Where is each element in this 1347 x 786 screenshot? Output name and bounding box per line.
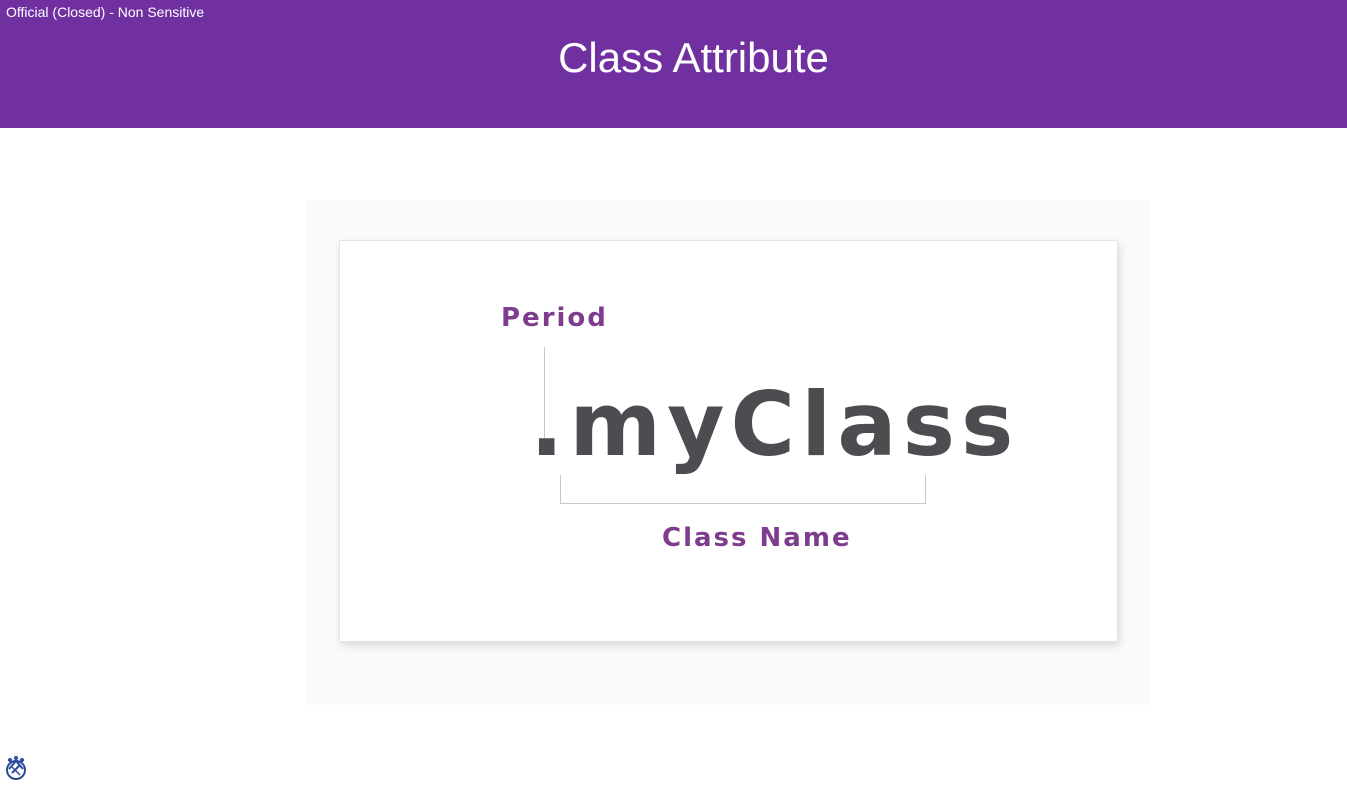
slide-title: Class Attribute xyxy=(558,34,829,81)
institution-logo-icon xyxy=(4,755,28,781)
period-label: Period xyxy=(501,303,608,333)
class-selector-code: .myClass xyxy=(530,373,1020,476)
classification-label: Official (Closed) - Non Sensitive xyxy=(6,4,205,20)
period-pointer-line xyxy=(544,347,545,445)
class-attribute-diagram: Period .myClass Class Name xyxy=(339,240,1118,642)
class-name-label: Class Name xyxy=(662,523,852,553)
slide-header: Official (Closed) - Non Sensitive Class … xyxy=(0,0,1347,128)
class-name-bracket xyxy=(560,475,926,504)
